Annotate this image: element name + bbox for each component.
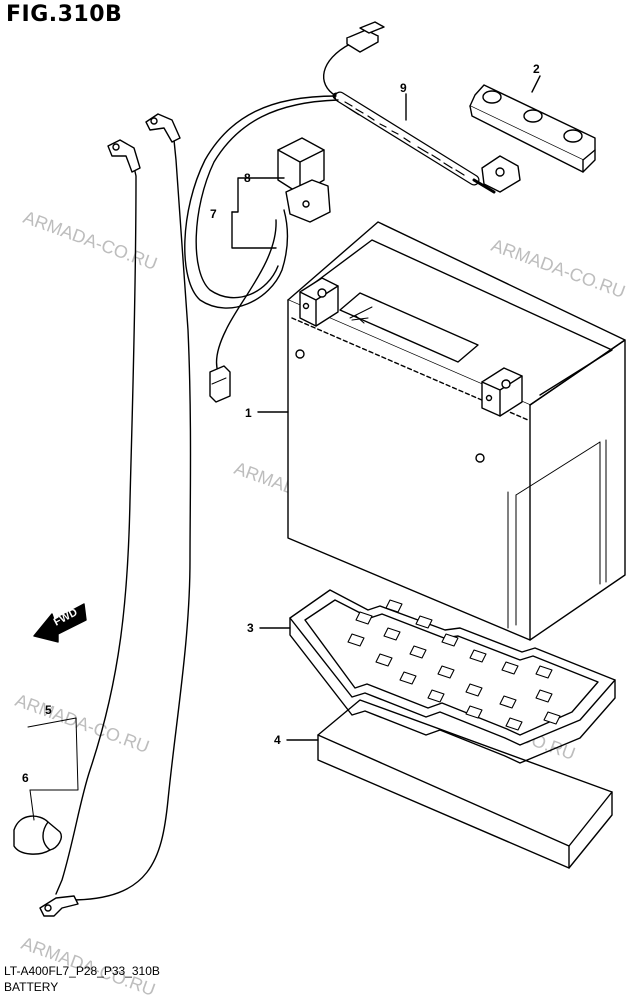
callout-7: 7 — [210, 207, 217, 221]
battery-terminal-negative — [299, 277, 339, 327]
battery-terminal-positive — [481, 367, 523, 417]
harness-lead-9 — [322, 21, 521, 194]
callouts: 1 2 3 4 5 6 7 8 9 — [22, 62, 541, 821]
callout-5: 5 — [45, 703, 52, 717]
fwd-direction-marker: FWD — [33, 603, 87, 643]
battery-pad — [317, 699, 613, 869]
terminal-cap-6 — [13, 815, 62, 855]
figure-title: FIG.310B — [6, 2, 123, 27]
battery-cables — [13, 113, 192, 917]
watermark: ARMADA-CO.RU — [13, 690, 152, 757]
harness-connector-lower — [209, 365, 231, 403]
wiring-harness-7 — [184, 95, 339, 403]
callout-4: 4 — [274, 733, 281, 747]
ring-terminal-top-left — [107, 139, 141, 173]
callout-9: 9 — [400, 81, 407, 95]
battery — [287, 221, 626, 641]
callout-6: 6 — [22, 771, 29, 785]
relay-box-8 — [277, 137, 331, 223]
watermark: ARMADA-CO.RU — [21, 207, 160, 274]
footer-model-code: LT-A400FL7_P28_P33_310B — [4, 964, 160, 978]
ring-terminal-top — [145, 113, 181, 143]
footer-section-name: BATTERY — [4, 980, 59, 994]
terminal-strip — [469, 84, 596, 173]
callout-2: 2 — [533, 62, 540, 76]
callout-8: 8 — [244, 171, 251, 185]
battery-tray — [289, 589, 616, 764]
tray-slots — [347, 599, 561, 731]
small-connector — [346, 21, 385, 53]
ring-terminal-bottom — [39, 895, 79, 917]
callout-3: 3 — [247, 621, 254, 635]
callout-1: 1 — [245, 406, 252, 420]
